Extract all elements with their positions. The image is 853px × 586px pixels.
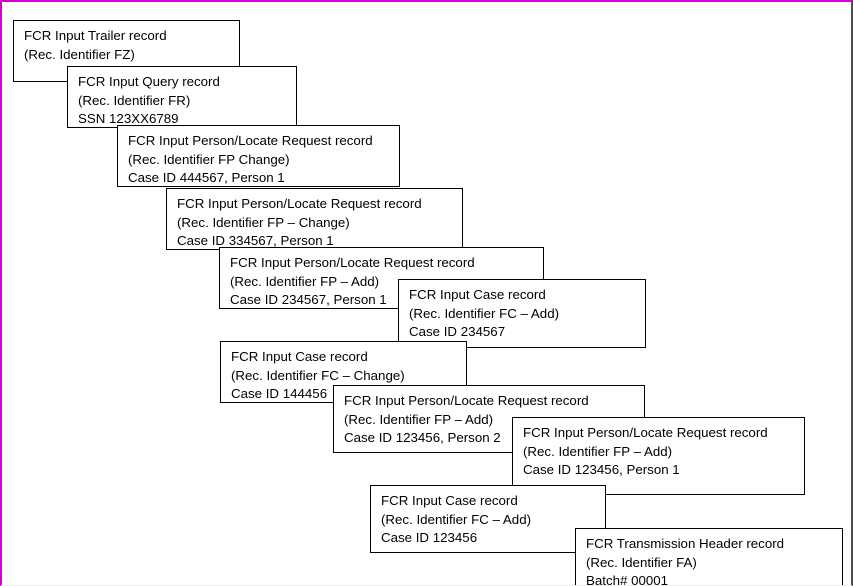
- record-box-fcr-input-case-record-123456[interactable]: FCR Input Case record (Rec. Identifier F…: [370, 485, 606, 553]
- record-box-fcr-transmission-header-record[interactable]: FCR Transmission Header record (Rec. Ide…: [575, 528, 843, 586]
- record-box-fcr-input-case-record-234567[interactable]: FCR Input Case record (Rec. Identifier F…: [398, 279, 646, 348]
- record-line-1: FCR Input Case record: [409, 287, 546, 302]
- record-line-1: FCR Input Trailer record: [24, 28, 167, 43]
- record-line-2: (Rec. Identifier FC – Add): [409, 305, 560, 321]
- record-line-2: (Rec. Identifier FZ): [24, 46, 135, 62]
- record-line-2: (Rec. Identifier FP – Change): [177, 214, 350, 230]
- record-line-3: Case ID 123456: [381, 530, 478, 546]
- record-line-1: FCR Input Person/Locate Request record: [344, 393, 589, 408]
- record-line-3: Case ID 234567, Person 1: [230, 292, 387, 308]
- record-box-fcr-input-person-locate-request-record-334567[interactable]: FCR Input Person/Locate Request record (…: [166, 188, 463, 250]
- record-line-3: Case ID 123456, Person 2: [344, 430, 501, 446]
- record-line-3: Case ID 144456: [231, 386, 328, 402]
- record-line-1: FCR Input Person/Locate Request record: [523, 425, 768, 440]
- record-line-1: FCR Input Person/Locate Request record: [177, 196, 422, 211]
- record-line-3: SSN 123XX6789: [78, 111, 179, 127]
- record-line-3: Case ID 123456, Person 1: [523, 462, 680, 478]
- record-line-3: Case ID 444567, Person 1: [128, 170, 285, 186]
- record-line-1: FCR Transmission Header record: [586, 536, 785, 551]
- record-line-2: (Rec. Identifier FP Change): [128, 151, 290, 167]
- record-line-2: (Rec. Identifier FC – Change): [231, 367, 405, 383]
- record-line-2: (Rec. Identifier FP – Add): [344, 411, 494, 427]
- record-line-3: Case ID 234567: [409, 324, 506, 340]
- record-line-1: FCR Input Person/Locate Request record: [230, 255, 475, 270]
- record-line-2: (Rec. Identifier FA): [586, 554, 697, 570]
- record-line-2: (Rec. Identifier FP – Add): [523, 443, 673, 459]
- record-line-2: (Rec. Identifier FR): [78, 92, 191, 108]
- record-line-3: Batch# 00001: [586, 573, 669, 586]
- record-line-1: FCR Input Case record: [381, 493, 518, 508]
- record-line-1: FCR Input Case record: [231, 349, 368, 364]
- record-box-fcr-input-query-record[interactable]: FCR Input Query record (Rec. Identifier …: [67, 66, 297, 128]
- record-line-3: Case ID 334567, Person 1: [177, 233, 334, 249]
- record-line-2: (Rec. Identifier FP – Add): [230, 273, 380, 289]
- record-box-fcr-input-person-locate-request-record-123456-person1[interactable]: FCR Input Person/Locate Request record (…: [512, 417, 805, 495]
- record-line-1: FCR Input Person/Locate Request record: [128, 133, 373, 148]
- record-line-2: (Rec. Identifier FC – Add): [381, 511, 532, 527]
- record-line-1: FCR Input Query record: [78, 74, 220, 89]
- record-box-fcr-input-person-locate-request-record-444567[interactable]: FCR Input Person/Locate Request record (…: [117, 125, 400, 187]
